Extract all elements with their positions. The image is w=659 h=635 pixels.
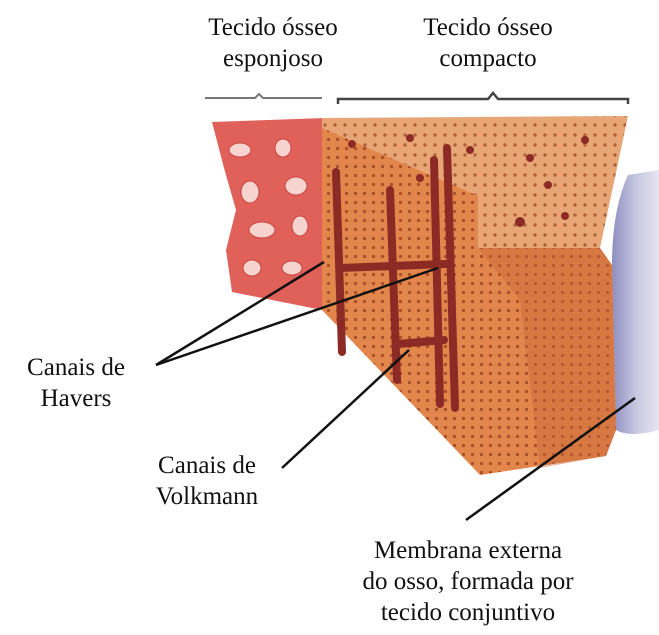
label-volkmann-line-2: Volkmann — [128, 481, 286, 512]
label-compact-bone: Tecido ósseo compacto — [388, 12, 588, 74]
label-havers-line-2: Havers — [0, 383, 152, 414]
label-havers-line-1: Canais de — [0, 352, 152, 383]
label-spongy-bone: Tecido ósseo esponjoso — [178, 12, 368, 74]
bracket-spongy — [205, 94, 322, 98]
label-volkmann-line-1: Canais de — [128, 450, 286, 481]
label-compact-bone-line-1: Tecido ósseo — [388, 12, 588, 43]
label-spongy-bone-line-2: esponjoso — [178, 43, 368, 74]
label-volkmann-canals: Canais de Volkmann — [128, 450, 286, 512]
label-membrane-line-2: do osso, formada por — [318, 566, 618, 597]
label-compact-bone-line-2: compacto — [388, 43, 588, 74]
spongy-bone-shape — [212, 118, 325, 310]
label-outer-membrane: Membrana externa do osso, formada por te… — [318, 535, 618, 628]
label-membrane-line-3: tecido conjuntivo — [318, 597, 618, 628]
label-spongy-bone-line-1: Tecido ósseo — [178, 12, 368, 43]
outer-membrane-shape — [612, 170, 659, 434]
label-havers-canals: Canais de Havers — [0, 352, 152, 414]
label-membrane-line-1: Membrana externa — [318, 535, 618, 566]
bracket-compact — [338, 93, 628, 104]
